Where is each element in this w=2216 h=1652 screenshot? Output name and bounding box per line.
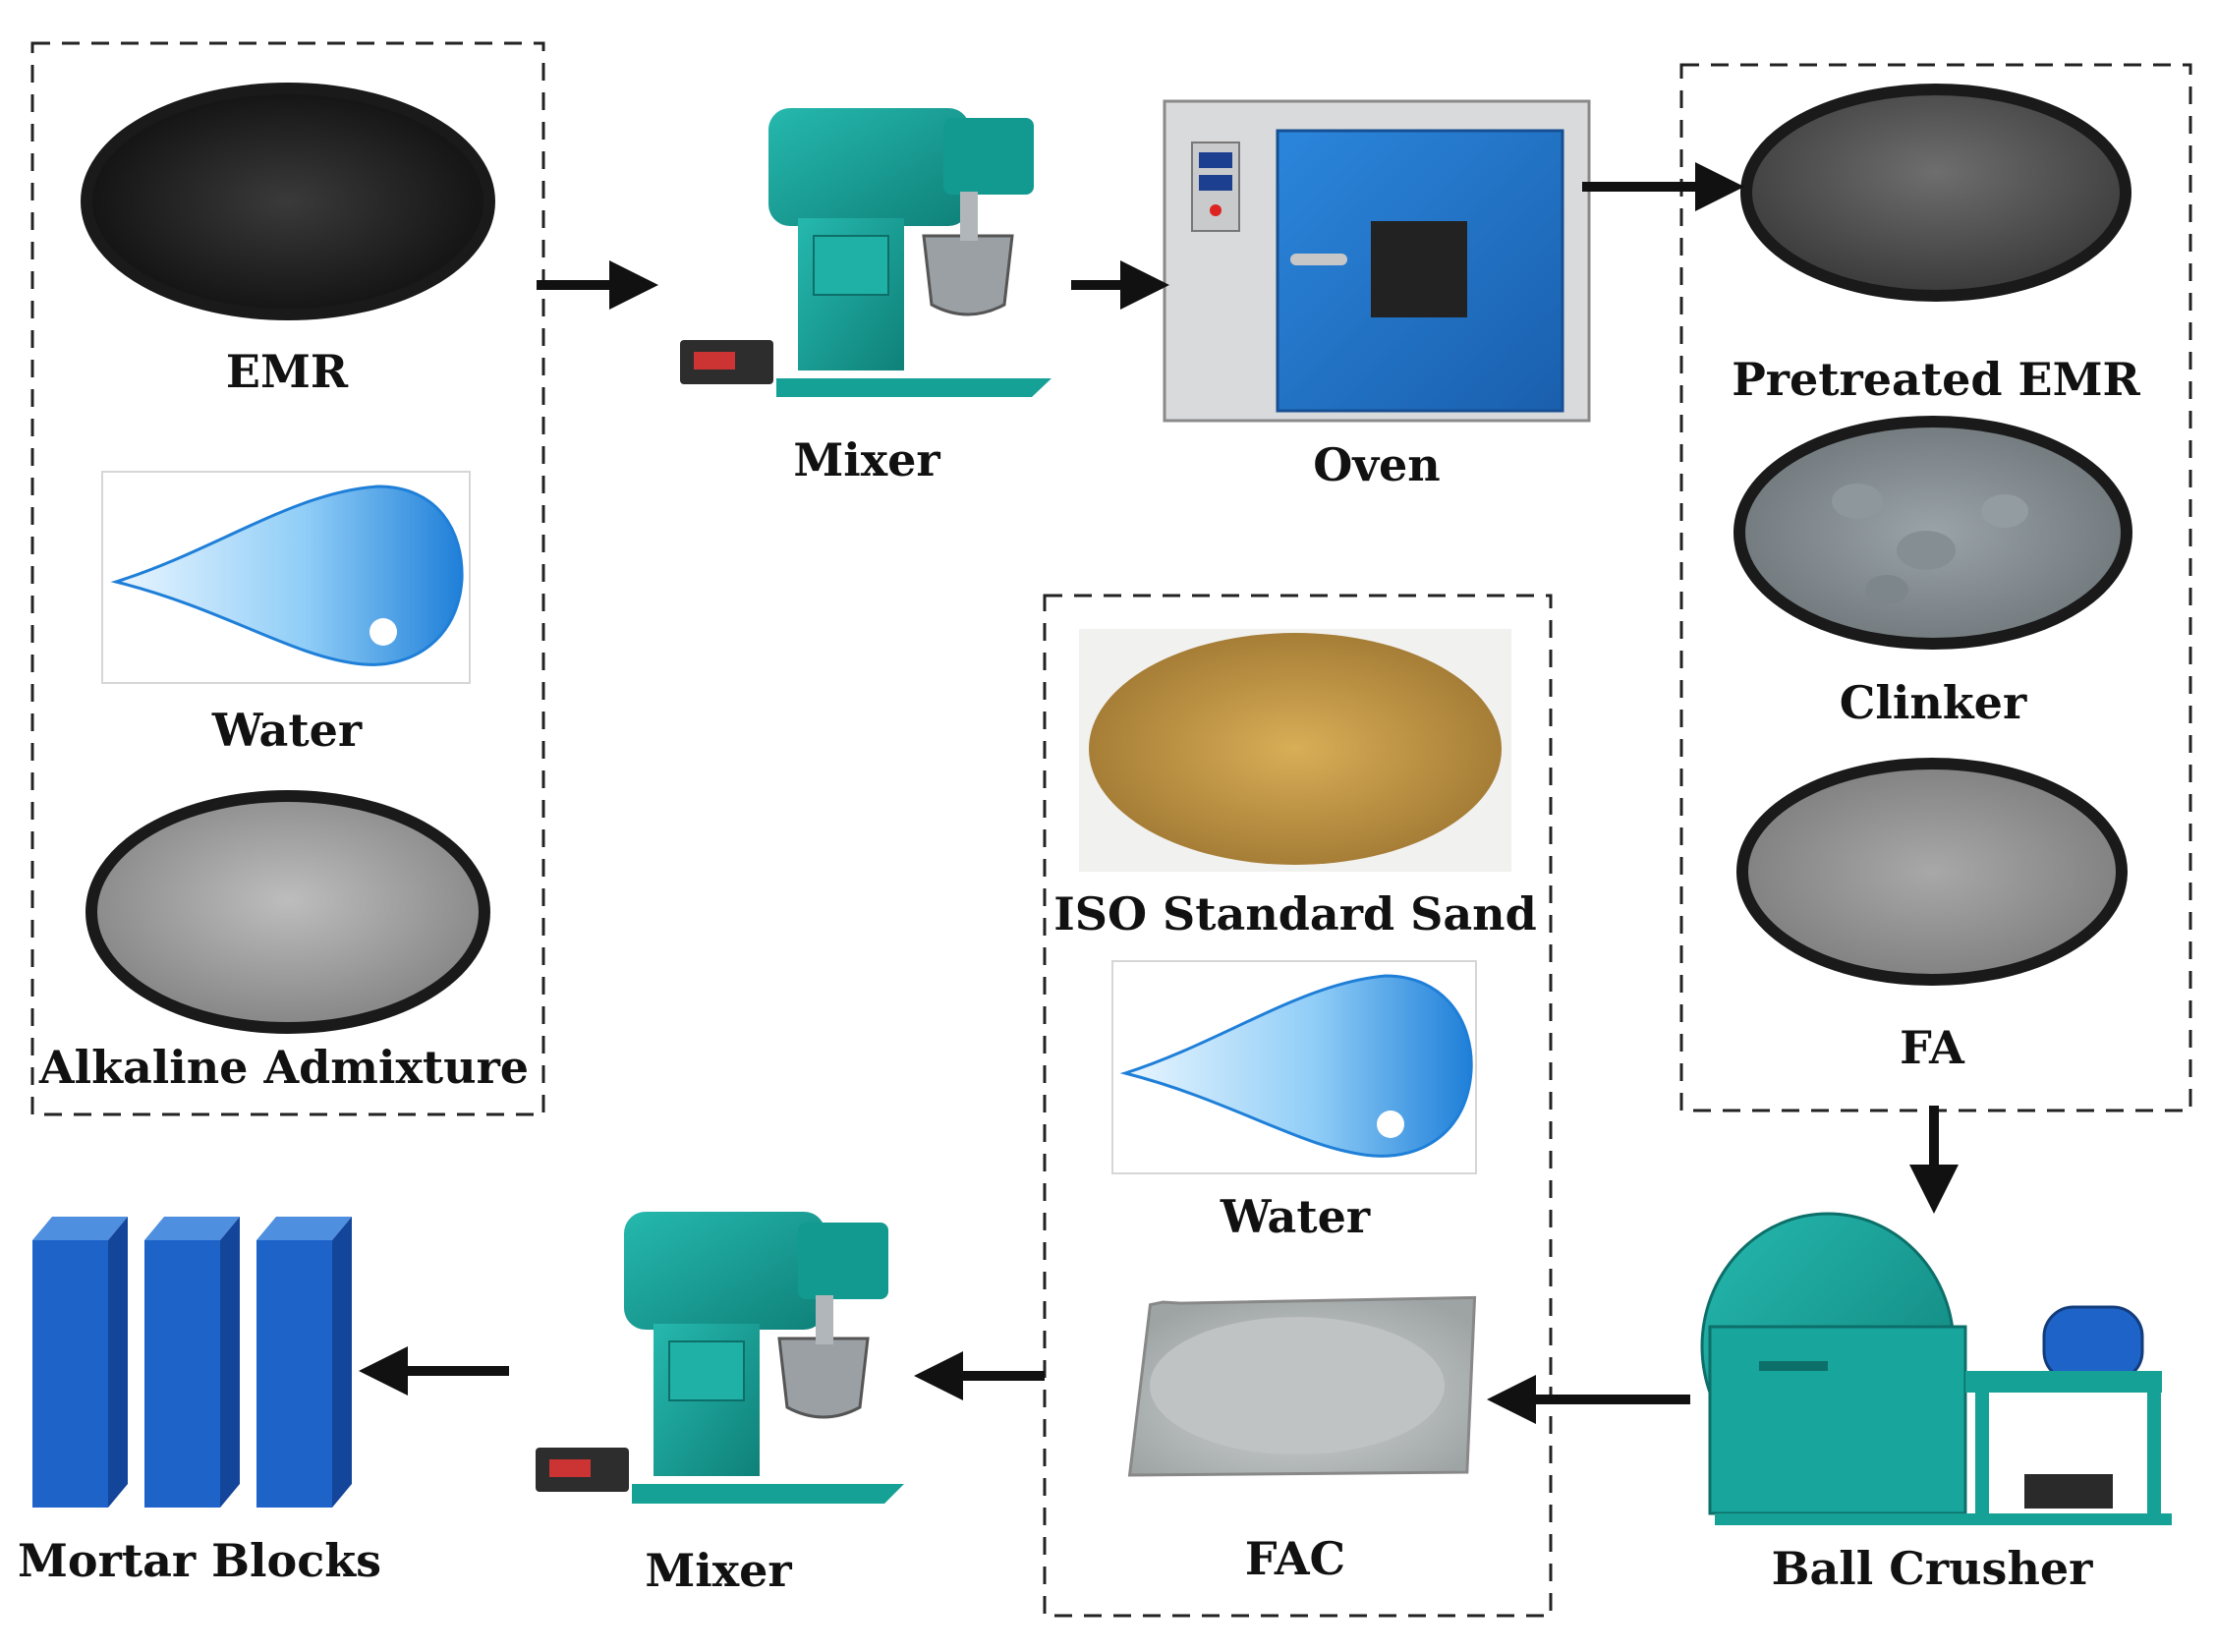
fac-image: [1127, 1295, 1477, 1477]
water-drop-image-top: [101, 471, 471, 684]
label-fac: FAC: [1244, 1532, 1346, 1585]
label-emr: EMR: [225, 345, 349, 398]
label-water-top: Water: [211, 704, 363, 757]
mortar-block-3: [256, 1217, 352, 1508]
label-mixer-top: Mixer: [793, 433, 940, 486]
label-clinker: Clinker: [1839, 676, 2027, 729]
mixer-image-bottom: [511, 1207, 928, 1531]
oven-image: [1163, 99, 1591, 423]
label-water-middle: Water: [1220, 1190, 1371, 1243]
label-pretreated-emr: Pretreated EMR: [1732, 353, 2140, 406]
mortar-blocks-image: [32, 1217, 352, 1508]
ball-crusher-image: [1695, 1209, 2187, 1533]
group-box-raw-materials: [30, 41, 545, 1116]
alkaline-admixture-image: [85, 790, 490, 1034]
label-iso-standard-sand: ISO Standard Sand: [1053, 887, 1537, 940]
iso-standard-sand-image: [1079, 629, 1511, 872]
water-drop-image-middle: [1111, 960, 1477, 1174]
emr-image: [81, 83, 495, 320]
pretreated-emr-image: [1740, 84, 2131, 302]
fa-image: [1736, 758, 2128, 986]
label-mixer-bottom: Mixer: [645, 1544, 792, 1597]
group-box-mortar-materials: [1043, 594, 1553, 1618]
label-alkaline-admixture: Alkaline Admixture: [38, 1041, 530, 1094]
label-ball-crusher: Ball Crusher: [1771, 1542, 2093, 1595]
mixer-image-top: [653, 104, 1074, 417]
label-oven: Oven: [1313, 438, 1441, 491]
mortar-block-1: [32, 1217, 128, 1508]
label-fa: FA: [1900, 1021, 1964, 1074]
label-mortar-blocks: Mortar Blocks: [18, 1534, 381, 1587]
mortar-block-2: [144, 1217, 240, 1508]
clinker-image: [1733, 416, 2132, 650]
